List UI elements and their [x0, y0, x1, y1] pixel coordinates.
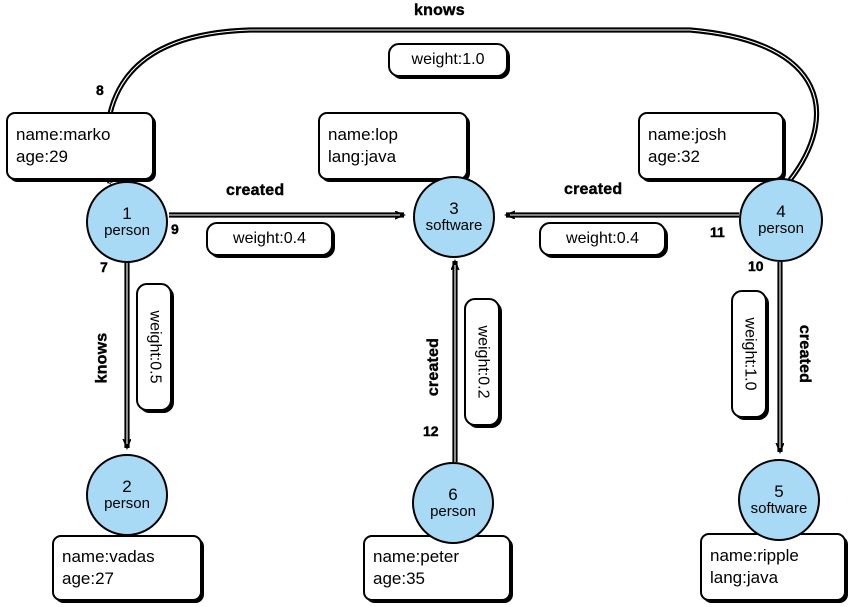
property-box-josh: name:josh age:32: [638, 112, 784, 180]
edge-weight-10-text: weight:1.0: [741, 317, 758, 391]
edge-weight-11-text: weight:0.4: [566, 230, 639, 247]
edge-label-created-9: created: [226, 182, 285, 199]
marko-name: name:marko: [16, 125, 111, 145]
node-5-software[interactable]: 5 software: [738, 459, 820, 541]
node-1-label: person: [104, 222, 150, 240]
edge-weight-9: weight:0.4: [206, 222, 333, 256]
peter-age: age:35: [373, 569, 425, 588]
edge-weight-8-text: weight:1.0: [411, 51, 485, 68]
node-6-label: person: [430, 503, 476, 521]
node-5-id: 5: [774, 482, 784, 502]
edge-id-11: 11: [710, 224, 725, 240]
edge-label-created-10: created: [796, 324, 814, 384]
vadas-age: age:27: [62, 569, 114, 588]
property-box-ripple: name:ripple lang:java: [700, 533, 846, 601]
edge-weight-7: weight:0.5: [136, 283, 172, 411]
edge-label-knows-8: knows: [414, 2, 465, 19]
edge-8-highlight: [105, 29, 818, 184]
node-6-person[interactable]: 6 person: [412, 462, 494, 544]
node-3-id: 3: [449, 199, 459, 219]
edge-id-12: 12: [423, 423, 439, 439]
edge-weight-12-text: weight:0.2: [474, 325, 491, 399]
property-box-vadas: name:vadas age:27: [52, 535, 202, 601]
lop-lang: lang:java: [328, 147, 397, 166]
edge-label-created-12: created: [425, 337, 443, 397]
node-2-id: 2: [122, 477, 132, 497]
node-3-software[interactable]: 3 software: [413, 176, 495, 258]
edge-label-knows-7: knows: [93, 332, 111, 384]
edge-weight-7-text: weight:0.5: [146, 310, 163, 384]
node-4-label: person: [758, 220, 804, 238]
edge-weight-8: weight:1.0: [388, 43, 508, 77]
node-4-id: 4: [776, 202, 786, 222]
property-box-lop: name:lop lang:java: [318, 112, 468, 180]
node-1-person[interactable]: 1 person: [86, 181, 168, 263]
edge-weight-10: weight:1.0: [731, 290, 767, 418]
edge-weight-9-text: weight:0.4: [233, 230, 306, 247]
josh-age: age:32: [648, 147, 700, 166]
edge-id-10: 10: [748, 258, 764, 274]
edge-label-created-11: created: [564, 181, 623, 198]
edge-id-9: 9: [171, 221, 179, 237]
node-3-label: software: [425, 217, 483, 235]
node-1-id: 1: [122, 204, 132, 224]
edge-id-8: 8: [96, 82, 104, 98]
node-5-label: software: [750, 500, 808, 518]
node-4-person[interactable]: 4 person: [739, 178, 823, 262]
edge-weight-11: weight:0.4: [539, 222, 666, 256]
property-box-marko: name:marko age:29: [6, 112, 154, 180]
property-box-peter: name:peter age:35: [363, 535, 511, 601]
vadas-name: name:vadas: [62, 547, 155, 567]
ripple-name: name:ripple: [710, 546, 799, 566]
ripple-lang: lang:java: [710, 568, 779, 587]
lop-name: name:lop: [328, 125, 398, 145]
marko-age: age:29: [16, 147, 68, 166]
node-6-id: 6: [448, 485, 458, 505]
node-2-person[interactable]: 2 person: [86, 454, 168, 536]
peter-name: name:peter: [373, 547, 459, 567]
edge-weight-12: weight:0.2: [464, 298, 500, 426]
edge-id-7: 7: [100, 259, 108, 275]
josh-name: name:josh: [648, 125, 727, 145]
node-2-label: person: [104, 495, 150, 513]
